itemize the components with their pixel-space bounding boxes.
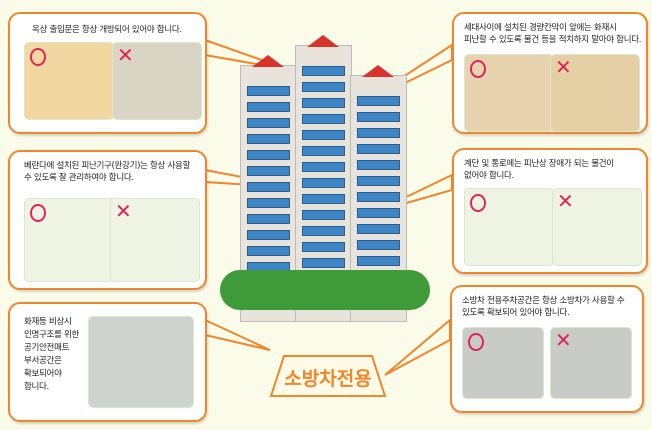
x-wrong-icon: ✕	[115, 199, 132, 223]
window	[302, 114, 345, 124]
circle-ok-icon	[30, 204, 46, 222]
window	[302, 130, 345, 140]
window	[357, 192, 400, 202]
wrong-example-image: ✕	[550, 54, 640, 132]
window	[357, 256, 400, 266]
window	[247, 182, 290, 192]
fire-truck-only-label: 소방차전용	[284, 368, 372, 390]
correct-example-image	[464, 54, 554, 132]
panel-rooftop-door: 옥상 출입문은 항상 개방되어 있어야 합니다. ✕	[8, 12, 207, 134]
caption-line: 부서공간은	[24, 356, 62, 366]
window	[247, 214, 290, 224]
roof-left	[252, 55, 284, 67]
window	[302, 226, 345, 236]
window	[247, 246, 290, 256]
window	[357, 240, 400, 250]
caption-line: 화재등 비상시	[24, 317, 72, 327]
wrong-example-image: ✕	[110, 198, 200, 282]
window	[247, 134, 290, 144]
safety-mat-image	[88, 316, 194, 408]
caption-line: 인명구조를 위한	[24, 330, 80, 340]
fire-truck-only-sign: 소방차전용	[270, 355, 386, 397]
correct-example-image	[462, 327, 544, 399]
window	[357, 144, 400, 154]
panel-caption: 옥상 출입문은 항상 개방되어 있어야 합니다.	[32, 25, 182, 35]
window	[302, 258, 345, 268]
wrong-example-image: ✕	[550, 327, 632, 399]
caption-line: 피난할 수 있도록 물건 등을 적치하지 말아야 합니다.	[464, 35, 642, 45]
roof-right	[362, 65, 394, 77]
x-wrong-icon: ✕	[555, 55, 572, 79]
window	[302, 178, 345, 188]
circle-ok-icon	[470, 194, 486, 212]
correct-example-image	[24, 198, 114, 282]
circle-ok-icon	[468, 333, 484, 351]
panel-air-safety-mat: 화재등 비상시 인명구조를 위한 공기안전매트 부서공간은 확보되어야 합니다.	[8, 302, 207, 422]
wrong-example-image: ✕	[552, 188, 642, 266]
window	[357, 96, 400, 106]
wrong-example-image: ✕	[112, 42, 202, 120]
window	[357, 208, 400, 218]
caption-line: 베란다에 설치된 피난기구(완강기)는 항상 사용할	[24, 161, 191, 171]
caption-line: 합니다.	[24, 382, 49, 392]
apartment-building-illustration	[220, 35, 430, 325]
window	[357, 160, 400, 170]
window	[247, 166, 290, 176]
window	[357, 128, 400, 138]
correct-example-image	[24, 42, 114, 120]
caption-line: 계단 및 통로에는 피난상 장애가 되는 물건이	[464, 159, 614, 169]
window	[247, 86, 290, 96]
window	[302, 210, 345, 220]
caption-line: 수 있도록 잘 관리하여야 합니다.	[24, 173, 134, 183]
x-wrong-icon: ✕	[557, 189, 574, 213]
window	[302, 66, 345, 76]
window	[247, 150, 290, 160]
x-wrong-icon: ✕	[555, 328, 572, 352]
window	[357, 112, 400, 122]
window	[247, 102, 290, 112]
window	[247, 230, 290, 240]
caption-line: 세대사이에 설치된 경량칸막이 앞에는 화재시	[464, 23, 617, 33]
caption-line: 공기안전매트	[24, 343, 70, 353]
panel-caption: 화재등 비상시 인명구조를 위한 공기안전매트 부서공간은 확보되어야 합니다.	[24, 316, 79, 394]
caption-line: 없어야 합니다.	[464, 171, 514, 181]
roof-center	[307, 35, 339, 47]
x-wrong-icon: ✕	[117, 43, 134, 67]
caption-line: 소방차 전용주차공간은 항상 소방차가 사용할 수	[462, 296, 625, 306]
circle-ok-icon	[30, 48, 46, 66]
window	[302, 146, 345, 156]
window	[302, 98, 345, 108]
window	[247, 118, 290, 128]
window	[357, 224, 400, 234]
circle-ok-icon	[470, 60, 486, 78]
caption-line: 확보되어야	[24, 369, 62, 379]
correct-example-image	[464, 188, 554, 266]
window	[302, 162, 345, 172]
trees	[220, 270, 430, 310]
caption-line: 있도록 확보되어 있어야 합니다.	[462, 308, 570, 318]
window	[302, 194, 345, 204]
window	[247, 198, 290, 208]
window	[302, 82, 345, 92]
window	[302, 242, 345, 252]
window	[357, 176, 400, 186]
